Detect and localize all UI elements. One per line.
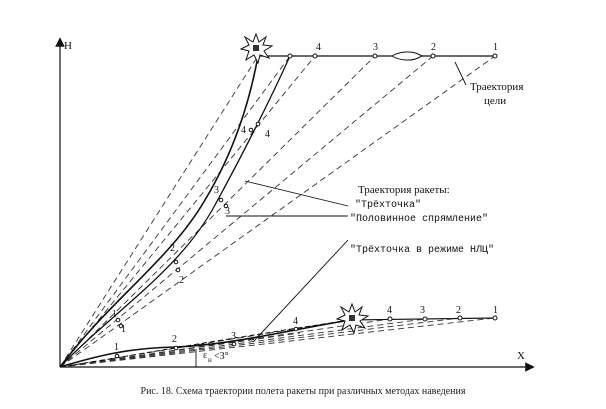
three-point-label: "Трёхточка"	[355, 199, 421, 211]
upper-target-markers	[287, 53, 498, 59]
half-label-3: 3	[225, 206, 230, 217]
nlc-label-1: 1	[114, 342, 119, 353]
lower-explosion-icon	[335, 302, 370, 335]
half-straightening-label: "Половинное спрямление"	[350, 213, 488, 225]
lower-point-2: 2	[456, 305, 461, 316]
half-label-4: 4	[265, 129, 270, 140]
half-straightening-curve	[59, 55, 291, 368]
lower-point-3: 3	[420, 305, 425, 316]
target-aircraft-icon	[391, 51, 424, 61]
target-trajectory-label: Траектория	[470, 81, 523, 93]
three-point-nlc-label: "Трёхточка в режиме НЛЦ"	[350, 244, 494, 256]
half-label-2: 2	[179, 275, 184, 286]
missile-curve-markers	[114, 121, 299, 359]
angle-subscript: н	[208, 356, 212, 364]
lower-target-markers	[387, 315, 498, 322]
upper-explosion-icon	[239, 32, 274, 65]
three-point-label-1: 1	[112, 309, 117, 320]
nlc-label-3: 3	[231, 331, 236, 342]
upper-point-4: 4	[316, 42, 321, 53]
lower-point-4: 4	[387, 305, 392, 316]
x-axis-label: X	[517, 350, 525, 362]
nlc-curve-2	[59, 319, 351, 368]
three-point-label-2: 2	[170, 243, 175, 254]
nlc-label-4: 4	[293, 316, 298, 327]
trajectory-diagram: H X	[55, 32, 535, 372]
h-axis-label: H	[64, 40, 72, 52]
lower-point-1: 1	[493, 305, 498, 316]
upper-point-2: 2	[431, 42, 436, 53]
leader-lines	[226, 61, 467, 343]
angle-value: <3°	[214, 351, 229, 362]
three-point-label-4: 4	[241, 125, 246, 136]
target-trajectory-label-2: цели	[484, 95, 506, 107]
angle-symbol: ε	[203, 350, 207, 361]
upper-point-1: 1	[493, 42, 498, 53]
upper-sight-lines	[59, 55, 496, 368]
figure-caption: Рис. 18. Схема траектории полета ракеты …	[140, 386, 466, 397]
nlc-label-2: 2	[172, 334, 177, 345]
half-label-1: 1	[121, 324, 126, 335]
missile-trajectory-label: Траектория ракеты:	[358, 184, 450, 196]
upper-point-3: 3	[373, 42, 378, 53]
three-point-curve	[59, 55, 259, 368]
three-point-label-3: 3	[214, 185, 219, 196]
